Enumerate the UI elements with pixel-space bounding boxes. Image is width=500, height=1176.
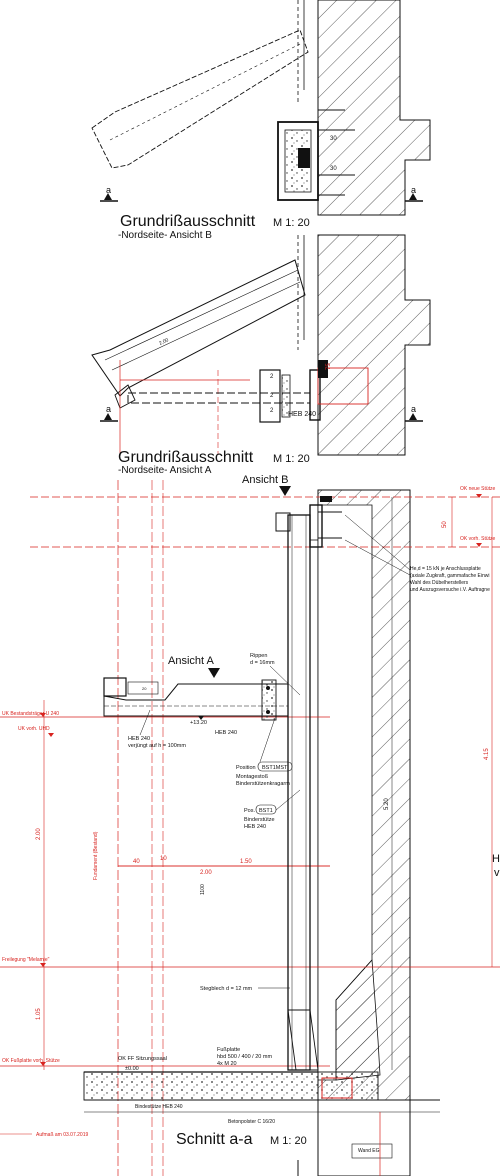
rippen-thickness: d = 16mm [250,660,275,666]
side-letter-v: v [494,867,500,879]
level-freilegung: Freilegung "Melamie" [2,957,50,963]
mid-small-dim: 75 [326,363,332,370]
pos2-desc-b: HEB 240 [244,824,266,830]
section-scale: M 1: 20 [273,217,310,229]
beton-label: Betonpolster C 16/20 [228,1119,275,1125]
mid-small-label-1: 2 [270,374,274,380]
side-letter-h: H [492,853,500,865]
wand-label: Wand EG [358,1148,380,1154]
view-b-label: Ansicht B [242,474,288,486]
top-dim-2: 30 [330,166,337,172]
level-fussplatte: OK Fußplatte vorh. Stütze [2,1058,60,1064]
section-scale: M 1: 20 [270,1135,307,1147]
section-subtitle: -Nordseite- Ansicht A [118,465,212,476]
level-ok-neue: OK neue Stütze [460,486,496,492]
dim-200: 2.00 [36,828,42,840]
section-title: Grundrißausschnitt [118,449,254,466]
fuss-anchors: 4x M 20 [217,1061,237,1067]
cut-marker-left-2: a [106,404,111,414]
heb-a-note: verjüngt auf h = 100mm [128,743,186,749]
title-plan-b: Grundrißausschnitt M 1: 20 -Nordseite- A… [118,213,310,241]
title-section-aa: Schnitt a-a M 1: 20 [176,1131,307,1148]
dim-150: 1.50 [240,859,252,865]
pos2-tag: BST1 [259,808,273,814]
top-dim-1: 30 [330,136,337,142]
section-title: Grundrißausschnitt [120,213,256,230]
mid-small-label-3: 2 [270,408,274,414]
cut-marker-left: a [106,185,111,195]
dim-40: 40 [133,859,140,865]
pos1-tag: BST1MST [262,765,288,771]
section-title: Schnitt a-a [176,1131,253,1148]
section-scale: M 1: 20 [273,453,310,465]
mid-small-label-2: 2 [270,393,274,399]
pos1-label: Position [236,765,256,771]
arm-tag: 20 [142,686,147,691]
load-note-2: (axiale Zugkraft, gammafache Einwi [410,573,489,579]
okff-value: ±0.00 [125,1066,139,1072]
side-note: Fundament (Bestand) [93,831,99,880]
level-uk-uhd: UK vorh. UHD [18,726,50,732]
bind-label: Bindestütze HEB 240 [135,1104,183,1110]
pos2-desc-a: Binderstütze [244,817,275,823]
pos1-desc-a: Montagestoß [236,774,269,780]
fuss-label: Fußplatte [217,1047,240,1053]
section-subtitle: -Nordseite- Ansicht B [118,230,212,241]
plan-view-b: 30 30 a a [91,0,423,202]
stegblech-label: Stegblech d = 12 mm [200,986,253,992]
level-ok-vorh: OK vorh. Stütze [460,536,496,542]
view-a-label: Ansicht A [168,655,215,667]
dim-small: 1100 [200,884,206,895]
title-plan-a: Grundrißausschnitt M 1: 20 -Nordseite- A… [118,449,310,476]
pos2-label: Pos. [244,808,255,814]
load-note-1: He,d = 15 kN je Anschlussplatte [410,566,481,572]
load-note-3: Wahl des Dübelherstellers [410,580,469,586]
cut-marker-right: a [411,185,416,195]
cut-marker-right-2: a [411,404,416,414]
okff-label: OK FF Sitzungssaal [118,1056,167,1062]
dim-50: 50 [442,521,448,528]
aufmass-note: Aufmaß am 03.07.2019 [36,1132,88,1138]
mid-heb-label: HEB 240 [288,411,316,418]
dim-105: 1.05 [36,1008,42,1020]
section-a-a: Ansicht B 50 4.15 5.20 2.00 1.05 Fundame… [0,474,500,1176]
mid-dim-1: 2,00 [158,337,170,347]
dim-200b: 2.00 [200,870,212,876]
plan-view-a: 75 2 2 2 HEB 240 2,00 a a [91,235,423,455]
heb-a-label: HEB 240 [128,736,150,742]
elevation-label: +13.20 [190,720,207,726]
pos1-desc-b: Binderstützenkragarm [236,781,290,787]
rippen-label: Rippen [250,653,267,659]
load-note-4: und Auszugsversuche i.V. Auftragne [410,587,490,593]
heb-b-label: HEB 240 [215,730,237,736]
fuss-dims: hbd 500 / 400 / 20 mm [217,1054,272,1060]
dim-520: 5.20 [384,798,390,810]
dim-10: 10 [160,856,167,862]
dim-415: 4.15 [484,748,490,760]
level-uk-bestand: UK Bestandsträger U 240 [2,711,59,717]
